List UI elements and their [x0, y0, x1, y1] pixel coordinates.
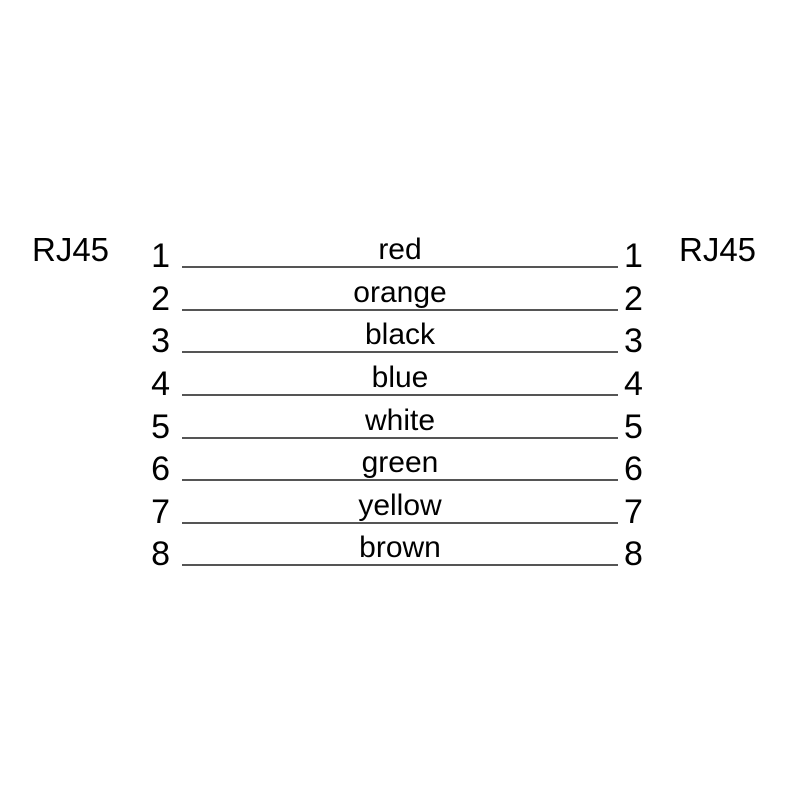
wire-name: white: [364, 404, 436, 437]
wire-name: blue: [371, 361, 429, 394]
pin-number-left: 4: [151, 365, 170, 403]
pin-number-right: 5: [624, 408, 643, 446]
pin-number-left: 1: [151, 237, 170, 275]
pin-number-right: 4: [624, 365, 643, 403]
pin-number-right: 2: [624, 280, 643, 318]
pin-number-right: 7: [624, 493, 643, 531]
pin-number-left: 6: [151, 450, 170, 488]
wire-name: black: [364, 318, 436, 351]
wire-name: brown: [359, 531, 441, 564]
wire-name: yellow: [358, 489, 442, 522]
pin-number-left: 2: [151, 280, 170, 318]
connector-label-left: RJ45: [32, 231, 110, 268]
pin-number-right: 8: [624, 535, 643, 573]
wire-line: [182, 522, 618, 524]
wire-line: [182, 309, 618, 311]
connector-label-right: RJ45: [679, 231, 757, 268]
wire-line: [182, 437, 618, 439]
pin-number-right: 3: [624, 322, 643, 360]
wire-name: red: [378, 233, 422, 266]
wire-name: green: [361, 446, 439, 479]
pin-number-left: 3: [151, 322, 170, 360]
wire-line: [182, 479, 618, 481]
pin-number-right: 1: [624, 237, 643, 275]
pin-number-left: 8: [151, 535, 170, 573]
pin-number-right: 6: [624, 450, 643, 488]
pin-number-left: 5: [151, 408, 170, 446]
wire-line: [182, 564, 618, 566]
pin-number-left: 7: [151, 493, 170, 531]
wire-line: [182, 394, 618, 396]
wire-name: orange: [353, 276, 447, 309]
wire-line: [182, 351, 618, 353]
wire-line: [182, 266, 618, 268]
